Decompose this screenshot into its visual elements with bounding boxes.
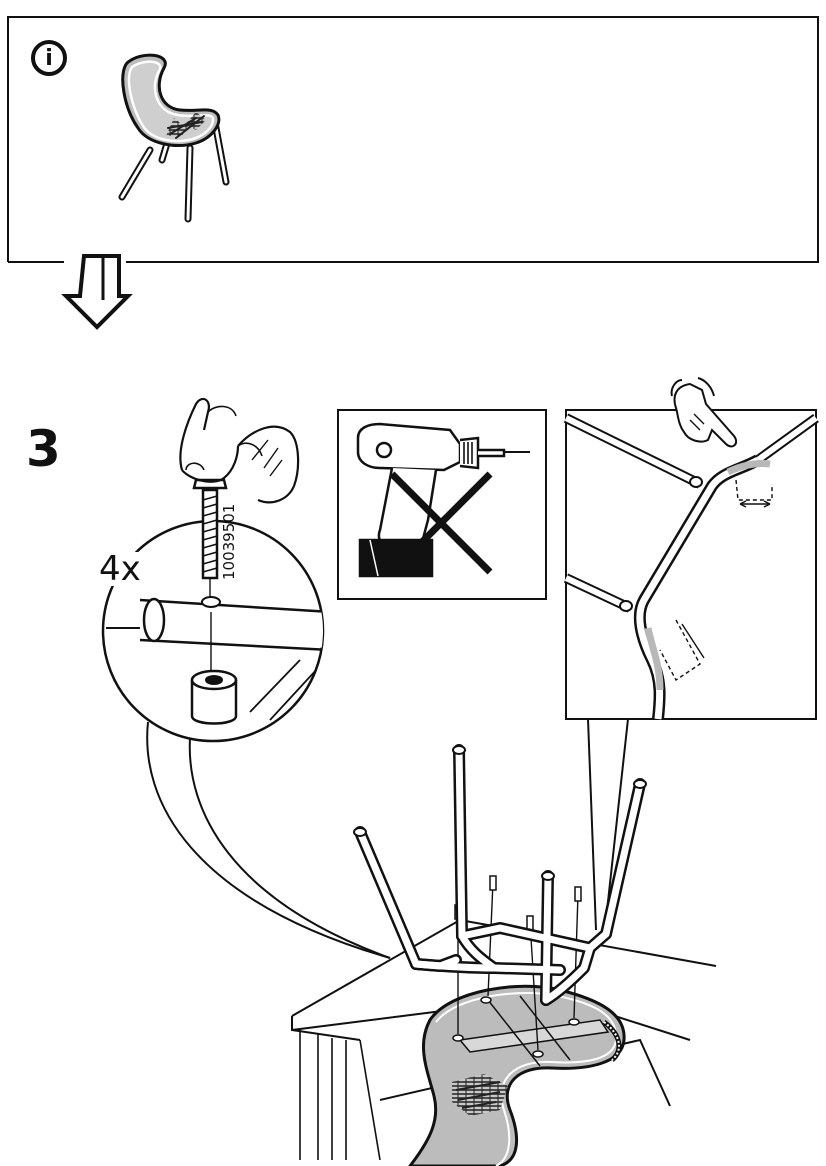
x-cross-icon [389, 471, 493, 575]
part-number: 10039501 [220, 503, 238, 580]
chair-frame [353, 744, 647, 1006]
seat-shell [408, 984, 626, 1166]
frame-detail-panel [563, 377, 819, 939]
quantity-label: 4x [97, 549, 143, 589]
info-icon-glyph: i [45, 45, 53, 71]
bolt-and-hand [179, 397, 300, 598]
power-drill-icon [356, 422, 530, 578]
detail-callout [101, 519, 391, 959]
chair-illustration [118, 53, 230, 223]
down-arrow-icon [61, 254, 133, 330]
no-drill-panel [337, 409, 547, 600]
step-number: 3 [26, 420, 61, 478]
info-icon: i [31, 40, 67, 76]
info-panel [7, 16, 819, 263]
pointing-hand-icon [670, 377, 738, 448]
